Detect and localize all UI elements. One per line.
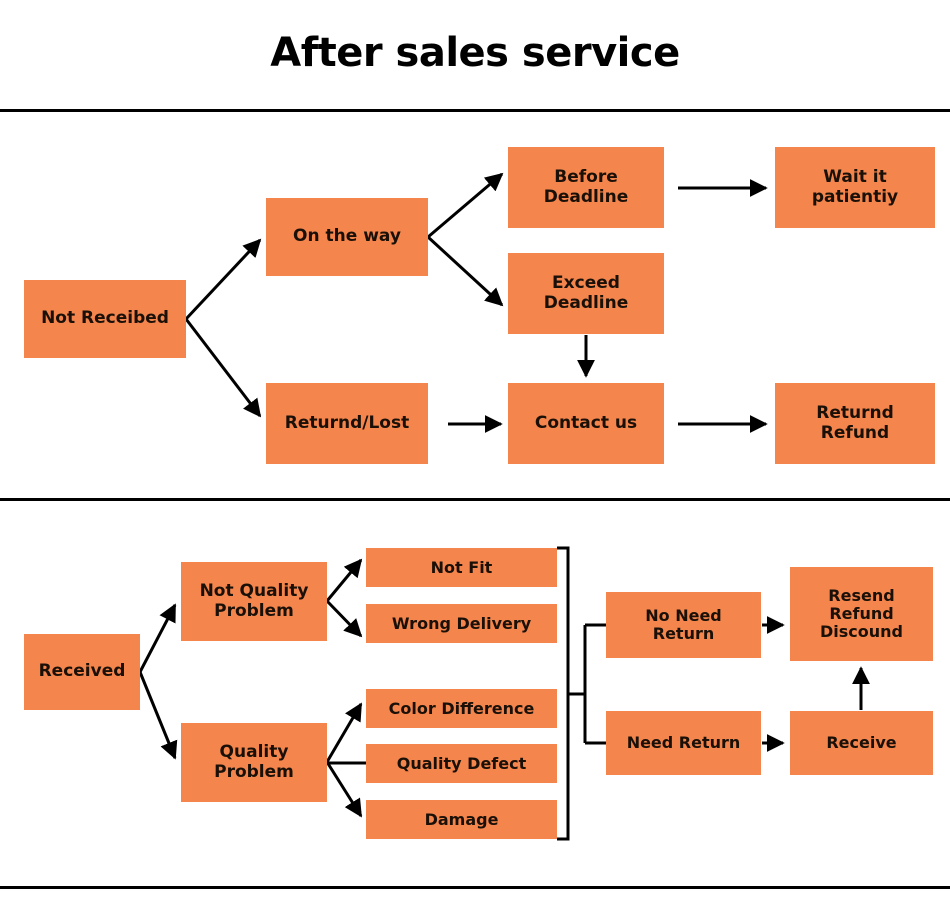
divider-top bbox=[0, 109, 950, 112]
node-received-label: Received bbox=[38, 661, 126, 682]
node-need-return[interactable]: Need Return bbox=[606, 711, 761, 775]
node-before-deadline-label: Before Deadline bbox=[543, 167, 629, 207]
node-quality-problem-label: Quality Problem bbox=[214, 742, 294, 782]
edge-not-receibed-to-returnd-lost bbox=[184, 318, 262, 418]
node-on-the-way-label: On the way bbox=[293, 226, 401, 247]
node-quality-problem[interactable]: Quality Problem bbox=[181, 723, 327, 802]
node-returnd-lost[interactable]: Returnd/Lost bbox=[266, 383, 428, 464]
node-receive-label: Receive bbox=[826, 733, 897, 753]
node-not-receibed[interactable]: Not Receibed bbox=[24, 280, 186, 358]
edge-quality-problem-to-color-difference bbox=[325, 702, 363, 763]
page-title: After sales service bbox=[270, 30, 680, 76]
edge-not-quality-problem-to-not-fit bbox=[325, 558, 363, 602]
node-color-difference[interactable]: Color Difference bbox=[366, 689, 557, 728]
node-quality-defect[interactable]: Quality Defect bbox=[366, 744, 557, 783]
node-wrong-delivery-label: Wrong Delivery bbox=[391, 613, 532, 633]
node-returnd-refund-label: Returnd Refund bbox=[816, 403, 894, 443]
edge-on-the-way-to-exceed-deadline bbox=[426, 235, 504, 307]
divider-bottom bbox=[0, 886, 950, 889]
node-damage[interactable]: Damage bbox=[366, 800, 557, 839]
node-not-quality-problem-label: Not Quality Problem bbox=[199, 581, 309, 621]
node-quality-defect-label: Quality Defect bbox=[396, 753, 527, 773]
node-not-quality-problem[interactable]: Not Quality Problem bbox=[181, 562, 327, 641]
node-on-the-way[interactable]: On the way bbox=[266, 198, 428, 276]
node-wrong-delivery[interactable]: Wrong Delivery bbox=[366, 604, 557, 643]
edge-received-to-not-quality-problem bbox=[138, 603, 177, 673]
node-wait-it-patientiy[interactable]: Wait it patientiy bbox=[775, 147, 935, 228]
node-resend-refund-discound-label: Resend Refund Discound bbox=[820, 586, 903, 641]
node-contact-us[interactable]: Contact us bbox=[508, 383, 664, 464]
node-before-deadline[interactable]: Before Deadline bbox=[508, 147, 664, 228]
node-not-receibed-label: Not Receibed bbox=[41, 308, 169, 329]
edge-on-the-way-to-before-deadline bbox=[427, 172, 504, 239]
node-wait-it-patientiy-label: Wait it patientiy bbox=[811, 167, 899, 207]
node-exceed-deadline[interactable]: Exceed Deadline bbox=[508, 253, 664, 334]
edge-not-quality-problem-to-wrong-delivery bbox=[325, 599, 363, 638]
edge-issues-bracket bbox=[557, 546, 570, 841]
node-resend-refund-discound[interactable]: Resend Refund Discound bbox=[790, 567, 933, 661]
edge-not-receibed-to-on-the-way bbox=[184, 238, 262, 321]
node-exceed-deadline-label: Exceed Deadline bbox=[543, 273, 629, 313]
node-color-difference-label: Color Difference bbox=[388, 698, 535, 718]
node-returnd-lost-label: Returnd/Lost bbox=[284, 412, 410, 433]
node-receive[interactable]: Receive bbox=[790, 711, 933, 775]
node-contact-us-label: Contact us bbox=[534, 412, 638, 433]
divider-middle bbox=[0, 498, 950, 501]
node-damage-label: Damage bbox=[424, 809, 499, 829]
node-not-fit-label: Not Fit bbox=[430, 557, 493, 577]
edge-quality-problem-to-damage bbox=[325, 761, 363, 818]
node-no-need-return-label: No Need Return bbox=[645, 606, 722, 643]
node-received[interactable]: Received bbox=[24, 634, 140, 710]
node-no-need-return[interactable]: No Need Return bbox=[606, 592, 761, 658]
node-need-return-label: Need Return bbox=[626, 733, 741, 753]
node-returnd-refund[interactable]: Returnd Refund bbox=[775, 383, 935, 464]
edge-received-to-quality-problem bbox=[138, 671, 178, 760]
node-not-fit[interactable]: Not Fit bbox=[366, 548, 557, 587]
